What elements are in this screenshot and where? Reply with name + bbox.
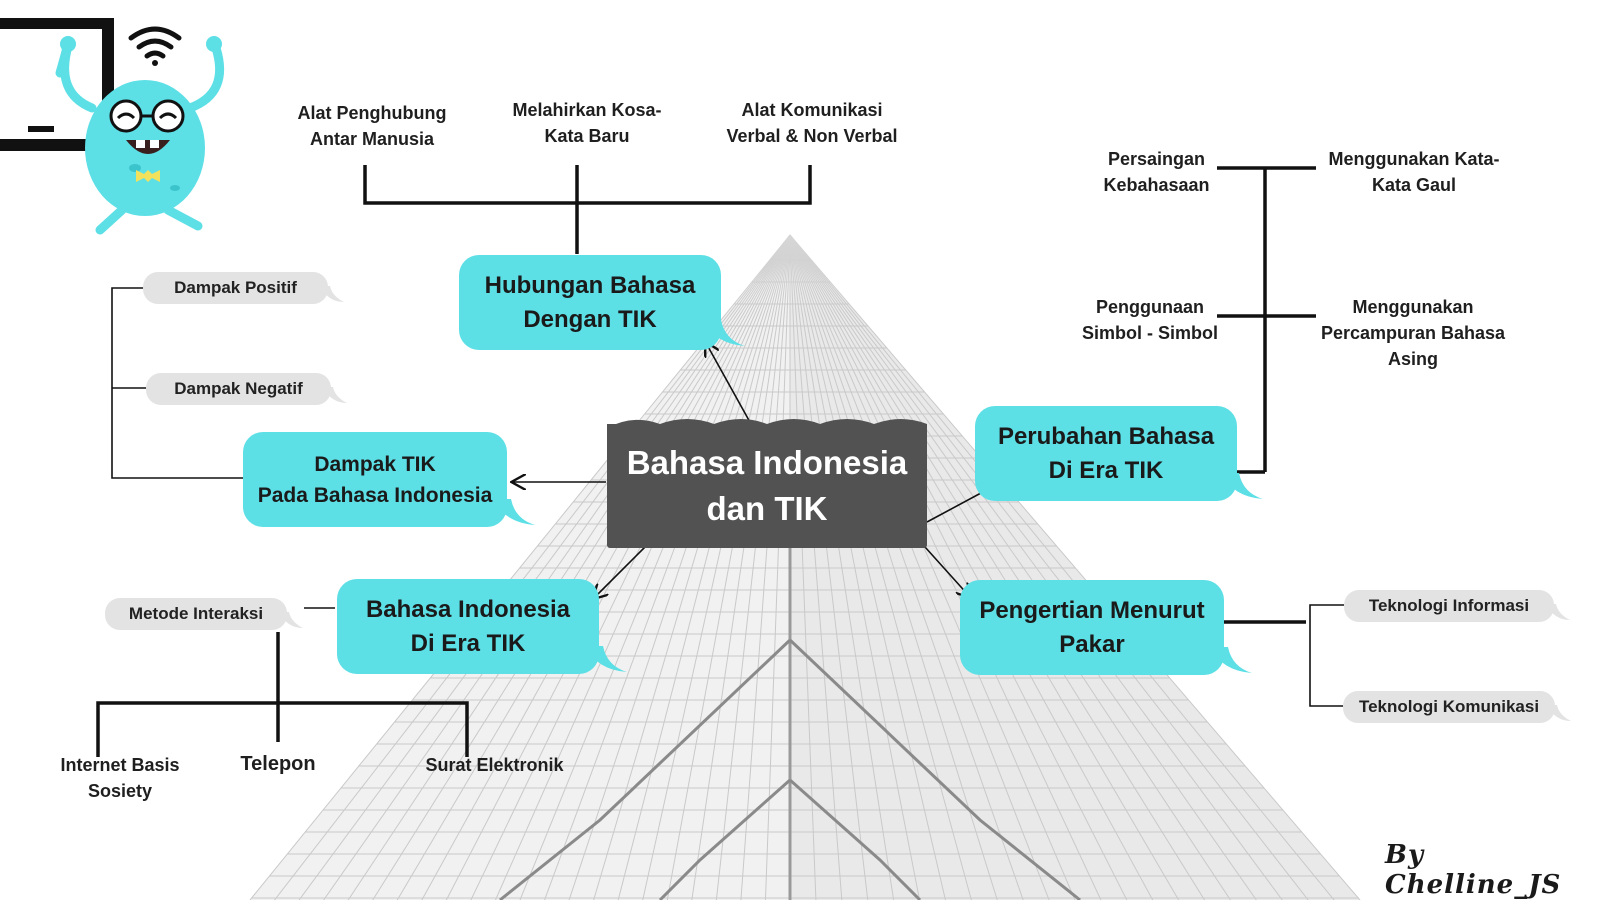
bubble-tail — [1210, 647, 1252, 673]
dampak-title-line1: Dampak TIK — [314, 452, 436, 476]
pill-tail — [1546, 604, 1570, 620]
monster-character — [55, 36, 225, 235]
pill-dampak-negatif[interactable]: Dampak Negatif — [146, 373, 347, 405]
era-title-line2: Di Era TIK — [410, 629, 526, 657]
bubble-dampak[interactable]: Dampak TIK Pada Bahasa Indonesia — [243, 432, 535, 527]
bubble-tail — [493, 499, 535, 525]
era-title-line1: Bahasa Indonesia — [365, 595, 571, 623]
pengertian-title-line2: Pakar — [1059, 630, 1125, 658]
pill-tail — [279, 612, 303, 628]
pill-teknologi-komunikasi[interactable]: Teknologi Komunikasi — [1343, 691, 1571, 723]
hubungan-bracket — [363, 165, 812, 205]
bubble-pengertian[interactable]: Pengertian Menurut Pakar — [960, 580, 1252, 675]
bubble-era[interactable]: Bahasa Indonesia Di Era TIK — [337, 579, 627, 674]
bubble-perubahan[interactable]: Perubahan Bahasa Di Era TIK — [975, 406, 1263, 501]
pill-tail — [1547, 705, 1571, 721]
perubahan-item-kata-gaul: Menggunakan Kata-Kata Gaul — [1328, 149, 1500, 195]
bubble-tail — [703, 320, 745, 346]
era-item-surat: Surat Elektronik — [425, 755, 564, 775]
pill-metode-interaksi[interactable]: Metode Interaksi — [105, 598, 303, 630]
central-topic-line1: Bahasa Indonesia — [626, 444, 908, 481]
dampak-title-line2: Pada Bahasa Indonesia — [257, 483, 493, 507]
pengertian-bracket — [1309, 604, 1344, 707]
pengertian-title-line1: Pengertian Menurut — [979, 596, 1205, 624]
perubahan-title-line2: Di Era TIK — [1048, 456, 1164, 484]
arrow-to-era — [594, 546, 646, 598]
monitor-icon — [0, 18, 114, 151]
bubble-tail — [1221, 473, 1263, 499]
wifi-icon — [128, 26, 182, 66]
central-topic[interactable]: Bahasa Indonesia dan TIK — [607, 419, 927, 548]
mascot-illustration — [0, 18, 225, 235]
hubungan-title-line2: Dengan TIK — [523, 305, 657, 333]
pill-tail — [323, 387, 347, 403]
era-item-telepon: Telepon — [240, 753, 316, 775]
pill-dampak-positif[interactable]: Dampak Positif — [143, 272, 344, 304]
pill-tail — [320, 286, 344, 302]
dampak-bracket — [111, 287, 243, 479]
arrow-to-hubungan — [706, 343, 752, 425]
bubble-tail — [585, 646, 627, 672]
era-bracket — [96, 701, 469, 757]
perubahan-title-line1: Perubahan Bahasa — [997, 422, 1215, 450]
pill-teknologi-informasi[interactable]: Teknologi Informasi — [1344, 590, 1570, 622]
wave-edge — [607, 419, 927, 428]
author-signature: By Chelline_JS — [1385, 840, 1562, 900]
hubungan-title-line1: Hubungan Bahasa — [484, 271, 696, 299]
hubungan-item-2: Melahirkan Kosa-Kata Baru — [512, 100, 662, 146]
central-topic-line2: dan TIK — [706, 490, 828, 527]
bubble-hubungan[interactable]: Hubungan Bahasa Dengan TIK — [459, 255, 745, 350]
